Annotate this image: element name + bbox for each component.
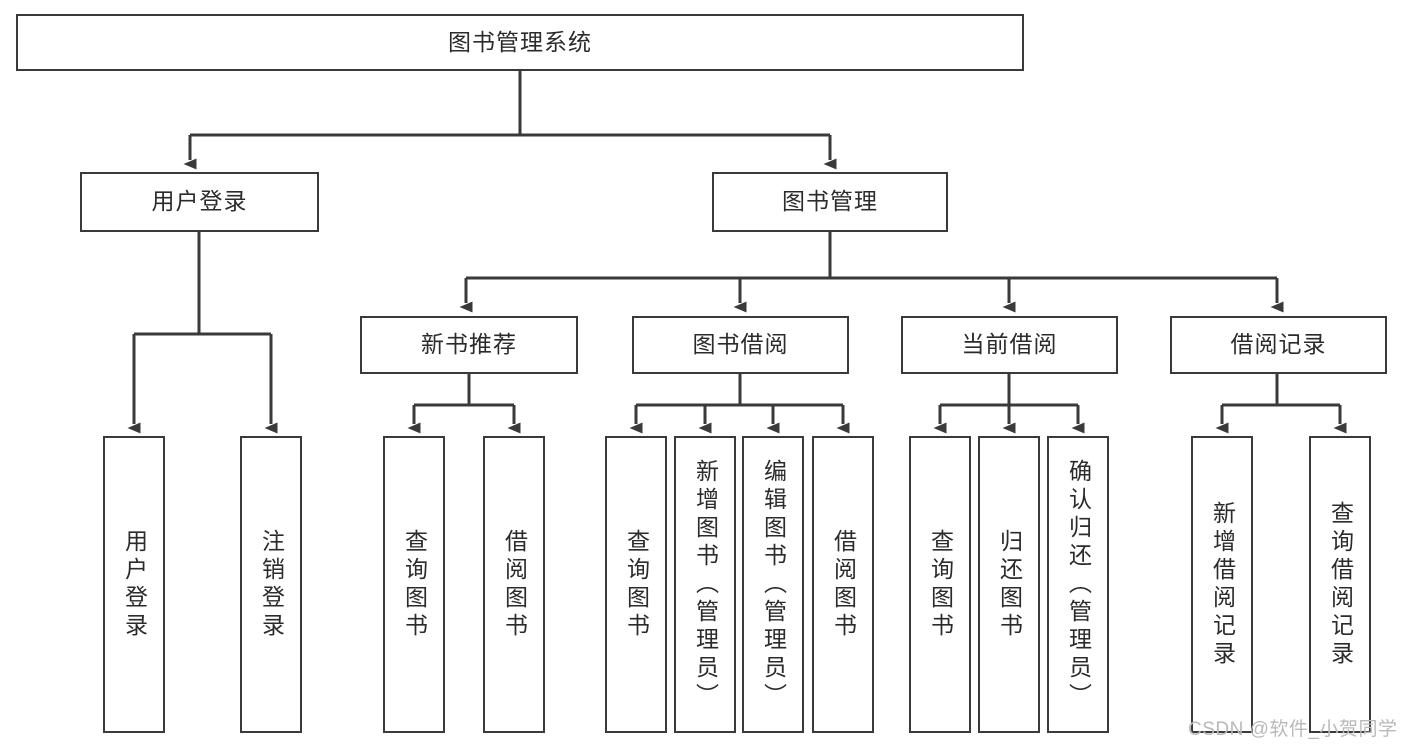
node-borrowing-records[interactable]: 借阅记录	[1170, 316, 1387, 374]
node-label: 新增图书（管理员）	[692, 458, 719, 711]
node-label: 借阅图书	[501, 528, 528, 641]
leaf-query-books-recommendation[interactable]: 查询图书	[383, 436, 445, 733]
node-label: 图书管理系统	[448, 28, 592, 55]
node-label: 编辑图书（管理员）	[760, 458, 787, 711]
node-label: 注销登录	[258, 528, 285, 641]
leaf-borrow-books-borrowing[interactable]: 借阅图书	[812, 436, 874, 733]
node-label: 图书借阅	[692, 331, 789, 358]
node-root-book-management-system[interactable]: 图书管理系统	[16, 14, 1024, 71]
node-label: 借阅图书	[830, 528, 857, 641]
leaf-edit-book-admin[interactable]: 编辑图书（管理员）	[742, 436, 804, 733]
node-label: 查询借阅记录	[1327, 500, 1354, 669]
node-current-borrowing[interactable]: 当前借阅	[901, 316, 1118, 374]
leaf-user-login[interactable]: 用户登录	[103, 436, 165, 733]
node-label: 图书管理	[782, 188, 878, 215]
node-label: 查询图书	[401, 528, 428, 641]
node-label: 查询图书	[927, 528, 954, 641]
leaf-add-borrowing-record[interactable]: 新增借阅记录	[1191, 436, 1253, 733]
node-label: 新书推荐	[421, 331, 517, 358]
node-label: 归还图书	[996, 528, 1023, 641]
csdn-watermark: CSDN @软件_小贺同学	[1188, 719, 1398, 740]
node-label: 当前借阅	[961, 331, 1058, 358]
leaf-add-book-admin[interactable]: 新增图书（管理员）	[674, 436, 736, 733]
node-book-management[interactable]: 图书管理	[712, 172, 948, 232]
node-new-book-recommendation[interactable]: 新书推荐	[360, 316, 578, 374]
leaf-borrow-books-recommendation[interactable]: 借阅图书	[483, 436, 545, 733]
node-user-login[interactable]: 用户登录	[80, 172, 319, 232]
leaf-query-books-current[interactable]: 查询图书	[909, 436, 971, 733]
node-label: 用户登录	[151, 188, 248, 215]
node-label: 借阅记录	[1230, 331, 1327, 358]
leaf-logout[interactable]: 注销登录	[240, 436, 302, 733]
leaf-return-books[interactable]: 归还图书	[978, 436, 1040, 733]
node-label: 用户登录	[121, 528, 148, 641]
node-book-borrowing[interactable]: 图书借阅	[632, 316, 849, 374]
node-label: 查询图书	[623, 528, 650, 641]
leaf-query-borrowing-record[interactable]: 查询借阅记录	[1309, 436, 1371, 733]
leaf-confirm-return-admin[interactable]: 确认归还（管理员）	[1047, 436, 1109, 733]
node-label: 确认归还（管理员）	[1065, 458, 1092, 711]
node-label: 新增借阅记录	[1209, 500, 1236, 669]
leaf-query-books-borrowing[interactable]: 查询图书	[605, 436, 667, 733]
